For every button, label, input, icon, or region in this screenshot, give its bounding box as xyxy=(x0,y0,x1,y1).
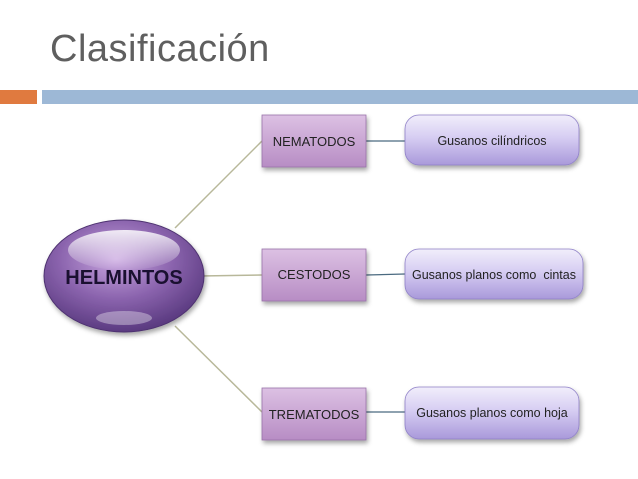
description-node-nematodos xyxy=(404,114,580,166)
root-node-label: HELMINTOS xyxy=(65,267,182,289)
connector-cestodos-description xyxy=(365,273,406,276)
description-node-trematodos xyxy=(404,386,580,440)
root-node-glow xyxy=(96,311,152,325)
title-underline-bar xyxy=(42,90,638,104)
description-node-cestodos xyxy=(404,248,584,300)
branch-label-nematodos: NEMATODOS xyxy=(273,134,356,149)
root-node-highlight xyxy=(68,230,180,270)
description-label-trematodos: Gusanos planos como hoja xyxy=(416,406,568,420)
description-label-cestodos: Gusanos planos como cintas xyxy=(412,268,576,282)
branch-label-trematodos: TREMATODOS xyxy=(269,407,360,422)
connector-root-nematodos xyxy=(174,140,263,229)
branch-node-trematodos xyxy=(261,387,367,441)
branch-node-nematodos xyxy=(261,114,367,168)
slide-title: Clasificación xyxy=(50,28,270,70)
title-accent-bar xyxy=(0,90,37,104)
branch-node-cestodos xyxy=(261,248,367,302)
branch-label-cestodos: CESTODOS xyxy=(278,267,351,282)
connector-root-trematodos xyxy=(174,325,263,413)
connector-root-cestodos xyxy=(199,274,263,277)
description-label-nematodos: Gusanos cilíndricos xyxy=(437,134,546,148)
